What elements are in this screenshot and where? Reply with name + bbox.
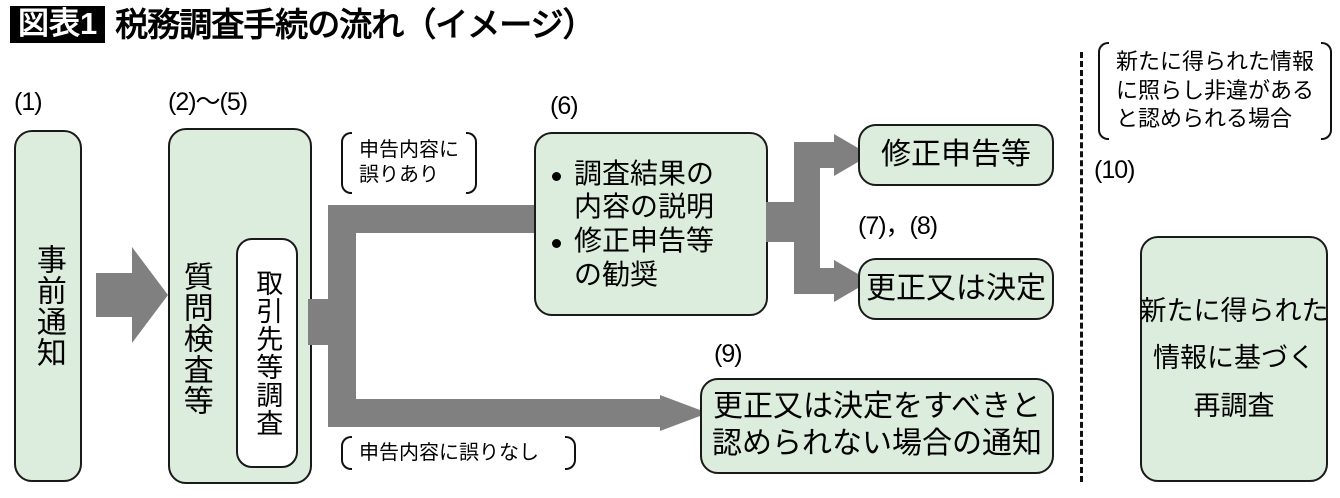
box-no-correction-notice-line2: 認められない場合の通知: [712, 427, 1042, 460]
figure-number-badge: 図表1: [10, 6, 106, 43]
box-no-correction-notice: 更正又は決定をすべきと 認められない場合の通知: [700, 378, 1054, 474]
box-reinvestigation-line3: 再調査: [1193, 390, 1275, 421]
annotation-reinvestigation-condition: 新たに得られた情報 に照らし非違がある と認められる場合: [1098, 42, 1333, 140]
annotation-branch-error-line1: 申告内容に: [359, 139, 459, 162]
step-label-2-5: (2)〜(5): [168, 88, 248, 116]
bracket-left: [1098, 42, 1109, 140]
bracket-left: [341, 436, 352, 470]
box-no-correction-notice-label: 更正又は決定をすべきと 認められない場合の通知: [712, 389, 1042, 462]
bracket-right: [1321, 42, 1333, 140]
box-results-explanation-list: 調査結果の 内容の説明 修正申告等 の勧奨: [536, 157, 766, 291]
arrow-split-to-outcomes: [766, 128, 876, 320]
condition-line1: 新たに得られた情報: [1116, 49, 1315, 75]
arrow-notice-to-inspection: [96, 245, 170, 345]
annotation-branch-no-error: 申告内容に誤りなし: [341, 436, 576, 470]
box-prior-notice-label: 事前通知: [31, 244, 65, 368]
box-no-correction-notice-line1: 更正又は決定をすべきと: [713, 390, 1041, 424]
annotation-branch-error-text: 申告内容に 誤りあり: [352, 138, 466, 188]
box-prior-notice: 事前通知: [14, 130, 82, 482]
box-correction-or-decision: 更正又は決定: [858, 258, 1054, 320]
bracket-right: [466, 132, 477, 194]
bullet-item: 修正申告等 の勧奨: [550, 224, 766, 291]
box-correction-or-decision-label: 更正又は決定: [866, 271, 1046, 305]
annotation-branch-no-error-text: 申告内容に誤りなし: [359, 441, 539, 464]
box-reinvestigation-line1: 新たに得られた: [1139, 296, 1329, 327]
box-reinvestigation-line2: 情報に基づく: [1153, 343, 1315, 374]
box-counterparty-investigation-label: 取引先等調査: [252, 269, 283, 437]
bracket-left: [341, 132, 352, 194]
box-results-explanation: 調査結果の 内容の説明 修正申告等 の勧奨: [534, 132, 768, 316]
step-label-7-8: (7)，(8): [858, 212, 938, 240]
step-label-9: (9): [714, 340, 743, 368]
page-title: 税務調査手続の流れ（イメージ）: [115, 6, 595, 43]
condition-line3: と認められる場合: [1116, 106, 1293, 132]
box-counterparty-investigation: 取引先等調査: [236, 238, 298, 468]
step-label-10: (10): [1094, 156, 1135, 184]
bullet-item: 調査結果の 内容の説明: [550, 157, 766, 224]
annotation-branch-error: 申告内容に 誤りあり: [341, 132, 477, 194]
box-questioning-inspection-label: 質問検査等: [178, 260, 212, 416]
box-reinvestigation-label: 新たに得られた 情報に基づく 再調査: [1140, 288, 1329, 430]
section-divider: [1080, 52, 1083, 482]
box-reinvestigation: 新たに得られた 情報に基づく 再調査: [1140, 236, 1329, 482]
box-amended-return: 修正申告等: [858, 124, 1054, 186]
bracket-right: [565, 436, 576, 470]
step-label-1: (1): [14, 88, 43, 116]
annotation-branch-error-line2: 誤りあり: [359, 164, 439, 186]
step-label-6: (6): [550, 92, 579, 120]
box-amended-return-label: 修正申告等: [881, 137, 1031, 171]
condition-line2: に照らし非違がある: [1116, 77, 1315, 103]
annotation-reinvestigation-condition-text: 新たに得られた情報 に照らし非違がある と認められる場合: [1109, 48, 1321, 134]
figure-title: 図表1 税務調査手続の流れ（イメージ）: [10, 6, 596, 43]
